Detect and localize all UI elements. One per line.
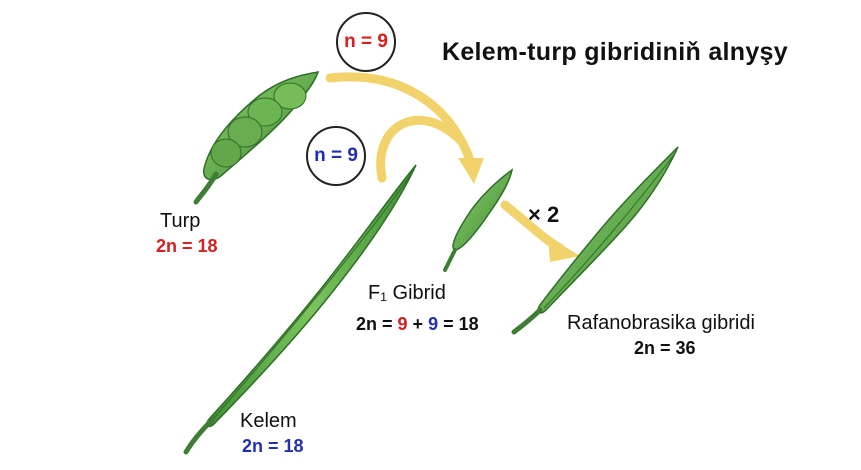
- f1-formula: 2n = 9 + 9 = 18: [356, 314, 479, 335]
- f1-formula-suffix: = 18: [438, 314, 479, 334]
- f1-plus: +: [407, 314, 429, 334]
- turp-ploidy: 2n = 18: [156, 236, 218, 256]
- result-pod: [511, 146, 679, 335]
- result-label: Rafanobrasika gibridi: [567, 312, 755, 334]
- f1-value-a: 9: [397, 314, 408, 334]
- turp-label: Turp: [160, 210, 201, 232]
- arrow-kelem-to-f1: [376, 115, 465, 183]
- kelem-label: Kelem: [240, 410, 297, 432]
- kelem-gamete-circle: n = 9: [306, 126, 366, 186]
- arrow-head-result: [548, 236, 580, 262]
- f1-formula-prefix: 2n =: [356, 314, 398, 334]
- f1-pod: [443, 168, 514, 272]
- turp-gamete-circle: n = 9: [336, 12, 396, 72]
- turp-pod: [193, 71, 320, 205]
- f1-value-b: 9: [428, 314, 439, 334]
- kelem-ploidy: 2n = 18: [242, 436, 304, 456]
- diagram-title: Kelem-turp gibridiniň alnyşy: [442, 38, 788, 66]
- arrow-head-turp: [458, 158, 484, 184]
- result-ploidy: 2n = 36: [634, 338, 696, 358]
- f1-label: F₁ Gibrid: [368, 282, 446, 304]
- doubling-label: × 2: [528, 202, 560, 227]
- kelem-pod: [183, 164, 417, 455]
